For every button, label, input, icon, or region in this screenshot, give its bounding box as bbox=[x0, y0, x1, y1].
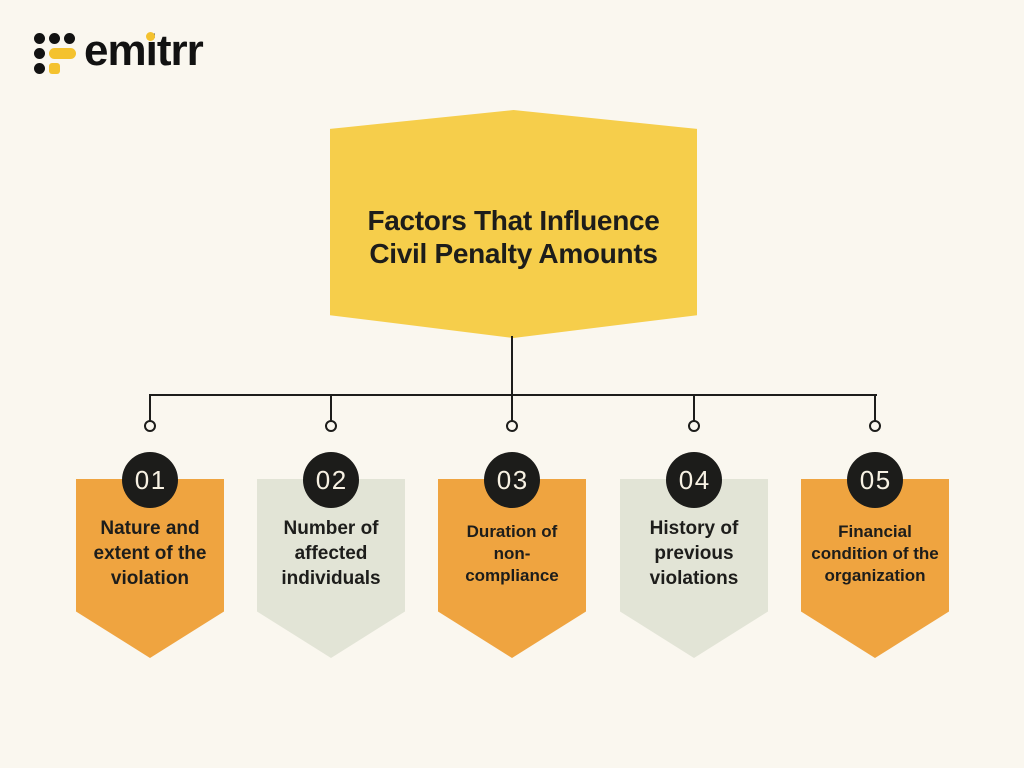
emitrr-dots-icon bbox=[34, 33, 78, 77]
title-banner: Factors That Influence Civil Penalty Amo… bbox=[330, 110, 697, 338]
logo-yellow-dot bbox=[49, 63, 60, 74]
logo-dot bbox=[49, 33, 60, 44]
logo-dot bbox=[34, 63, 45, 74]
factor-label: Duration of non- compliance bbox=[465, 521, 559, 585]
page-title: Factors That Influence Civil Penalty Amo… bbox=[367, 204, 659, 270]
connector-trunk-line bbox=[511, 336, 513, 395]
page-title-line2: Civil Penalty Amounts bbox=[369, 238, 658, 269]
factor-label: Number of affected individuals bbox=[281, 518, 381, 589]
connector-node-circle bbox=[688, 420, 700, 432]
factor-number: 01 bbox=[134, 464, 167, 495]
factor-label: Financial condition of the organization bbox=[811, 521, 939, 585]
factor-number: 04 bbox=[678, 464, 711, 495]
factor-number-circle: 03 bbox=[484, 452, 540, 508]
connector-node-circle bbox=[506, 420, 518, 432]
factor-badge-03: Duration of non- compliance 03 bbox=[438, 452, 586, 658]
factor-number: 02 bbox=[315, 464, 348, 495]
factor-number: 05 bbox=[859, 464, 892, 495]
brand-logo: emitrr bbox=[34, 18, 294, 88]
factor-label: History of previous violations bbox=[649, 518, 739, 589]
factor-badge-01: Nature and extent of the violation 01 bbox=[76, 452, 224, 658]
connector-horizontal-line bbox=[149, 394, 877, 396]
factor-number-circle: 05 bbox=[847, 452, 903, 508]
logo-dot bbox=[64, 33, 75, 44]
page-title-line1: Factors That Influence bbox=[367, 205, 660, 236]
factor-number: 03 bbox=[496, 464, 529, 495]
factor-badge-02: Number of affected individuals 02 bbox=[257, 452, 405, 658]
factor-badge-05: Financial condition of the organization … bbox=[801, 452, 949, 658]
factor-label: Nature and extent of the violation bbox=[93, 518, 207, 589]
connector-drop-line bbox=[149, 395, 151, 421]
factor-number-circle: 02 bbox=[303, 452, 359, 508]
logo-i-tittle-dot bbox=[146, 32, 155, 41]
connector-drop-line bbox=[693, 395, 695, 421]
connector-drop-line bbox=[330, 395, 332, 421]
logo-dot bbox=[34, 48, 45, 59]
logo-dot bbox=[34, 33, 45, 44]
connector-node-circle bbox=[144, 420, 156, 432]
connector-drop-line bbox=[511, 395, 513, 421]
logo-yellow-pill bbox=[49, 48, 76, 59]
connector-node-circle bbox=[869, 420, 881, 432]
connector-drop-line bbox=[874, 395, 876, 421]
connector-node-circle bbox=[325, 420, 337, 432]
factor-number-circle: 04 bbox=[666, 452, 722, 508]
brand-name: emitrr bbox=[84, 26, 204, 75]
factor-number-circle: 01 bbox=[122, 452, 178, 508]
factor-badge-04: History of previous violations 04 bbox=[620, 452, 768, 658]
